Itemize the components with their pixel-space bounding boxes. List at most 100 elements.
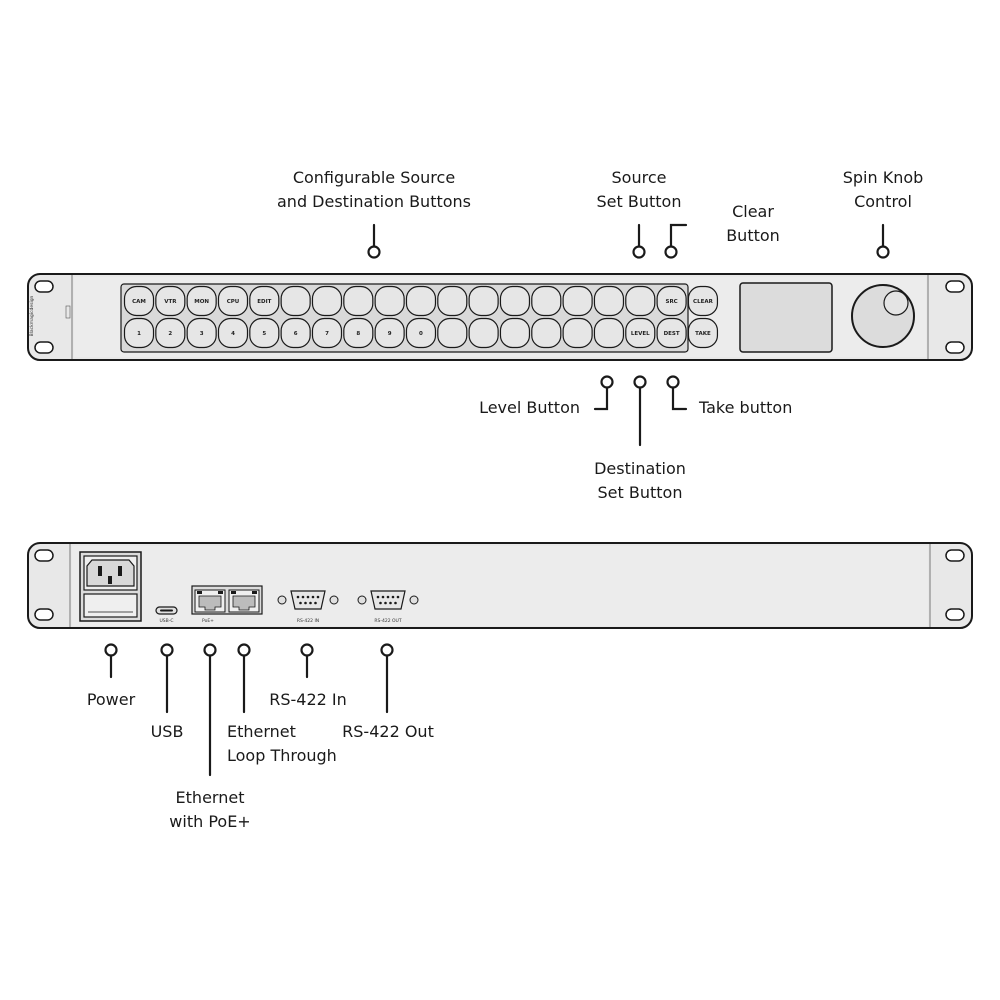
panel-button-label: SRC [665,299,677,305]
ethernet-ports-icon [191,585,263,615]
label-line: Ethernet [227,722,296,741]
panel-button-label: VTR [164,299,177,305]
panel-button-label: DEST [664,331,680,337]
panel-button-label: 5 [262,331,266,337]
panel-button[interactable]: 3 [186,317,217,349]
panel-button[interactable] [625,285,656,317]
ethernet-poe-label: Ethernet with PoE+ [169,786,250,834]
clear-button-leader [664,223,688,259]
label-line: Clear [732,202,774,221]
rs422-in-port-icon [277,590,339,610]
label-line: Loop Through [227,746,337,765]
label-line: Configurable Source [292,168,456,187]
usb-leader [160,643,174,714]
panel-button[interactable]: TAKE [687,317,719,349]
panel-button[interactable] [437,317,468,349]
label-line: with PoE+ [169,812,251,831]
panel-button[interactable] [280,285,311,317]
panel-button[interactable] [437,285,468,317]
label-line: Control [854,192,912,211]
panel-button-label: 8 [356,331,360,337]
rack-hole-icon [945,608,965,621]
panel-button-label: 4 [231,331,235,337]
panel-button[interactable]: 0 [405,317,437,349]
rs422-out-leader [380,643,394,714]
panel-button-label: 3 [200,331,204,337]
panel-button[interactable]: CAM [123,285,155,317]
ethernet-loop-label: Ethernet Loop Through [227,720,337,768]
panel-button-label: LEVEL [631,331,650,337]
panel-button[interactable] [593,317,625,349]
label-line: Ethernet [175,788,245,807]
usb-c-port-icon [155,606,178,615]
level-button-leader [593,375,614,411]
configurable-buttons-leader [367,223,381,259]
panel-button-label: 6 [294,331,298,337]
panel-button[interactable]: MON [186,285,217,317]
label-line: Source [611,168,667,187]
panel-button[interactable] [499,285,531,317]
panel-button[interactable] [311,285,343,317]
panel-button[interactable]: 5 [249,317,280,349]
label-line: Set Button [597,483,683,502]
panel-button[interactable] [499,317,531,349]
label-line: Set Button [596,192,682,211]
panel-button-label: CLEAR [693,299,714,305]
spin-knob-leader [876,223,890,259]
rs422-out-label: RS-422 Out [342,722,434,741]
panel-button[interactable]: 6 [280,317,311,349]
poe-port-label: PoE+ [202,618,214,624]
panel-button[interactable] [343,285,374,317]
panel-button[interactable] [531,317,562,349]
panel-button[interactable]: 9 [374,317,405,349]
rs422-in-port-label: RS-422 IN [297,618,319,624]
panel-button[interactable] [562,285,593,317]
panel-button[interactable] [531,285,562,317]
panel-button[interactable]: 7 [311,317,343,349]
label-line: Spin Knob [842,168,924,187]
panel-button[interactable]: 8 [343,317,374,349]
usb-label: USB [150,722,184,741]
panel-button[interactable] [405,285,437,317]
panel-button[interactable]: LEVEL [625,317,656,349]
knob-dimple-icon [883,290,909,316]
source-set-leader [632,223,646,259]
panel-button[interactable] [593,285,625,317]
lcd-screen [739,282,833,353]
panel-button-label: CPU [227,299,240,305]
panel-button[interactable]: EDIT [249,285,280,317]
panel-button[interactable] [374,285,405,317]
rack-hole-icon [34,549,54,562]
panel-button-label: EDIT [257,299,271,305]
take-button-leader [666,375,688,411]
panel-button-label: MON [194,299,209,305]
ethernet-loop-leader [237,643,251,714]
panel-button[interactable] [562,317,593,349]
brand-logo-text: Blackmagicdesign [29,295,35,336]
panel-button[interactable]: VTR [155,285,186,317]
panel-button[interactable]: 2 [155,317,186,349]
ethernet-poe-leader [203,643,217,777]
panel-button[interactable] [468,317,499,349]
rack-hole-icon [945,341,965,354]
usb-c-port-label: USB-C [159,618,173,624]
take-button-label: Take button [699,398,793,417]
panel-button[interactable]: CPU [217,285,249,317]
panel-button[interactable]: 1 [123,317,155,349]
rack-hole-icon [945,280,965,293]
panel-button[interactable]: CLEAR [687,285,719,317]
rack-hole-icon [34,280,54,293]
panel-button[interactable]: 4 [217,317,249,349]
destination-set-leader [633,375,647,447]
label-line: Destination [594,459,686,478]
rack-hole-icon [945,549,965,562]
rs422-out-port-label: RS-422 OUT [374,618,401,624]
panel-button[interactable]: DEST [656,317,687,349]
panel-button-label: CAM [132,299,146,305]
panel-button[interactable]: SRC [656,285,687,317]
rs422-out-port-icon [357,590,419,610]
panel-button[interactable] [468,285,499,317]
panel-button-label: 2 [168,331,172,337]
